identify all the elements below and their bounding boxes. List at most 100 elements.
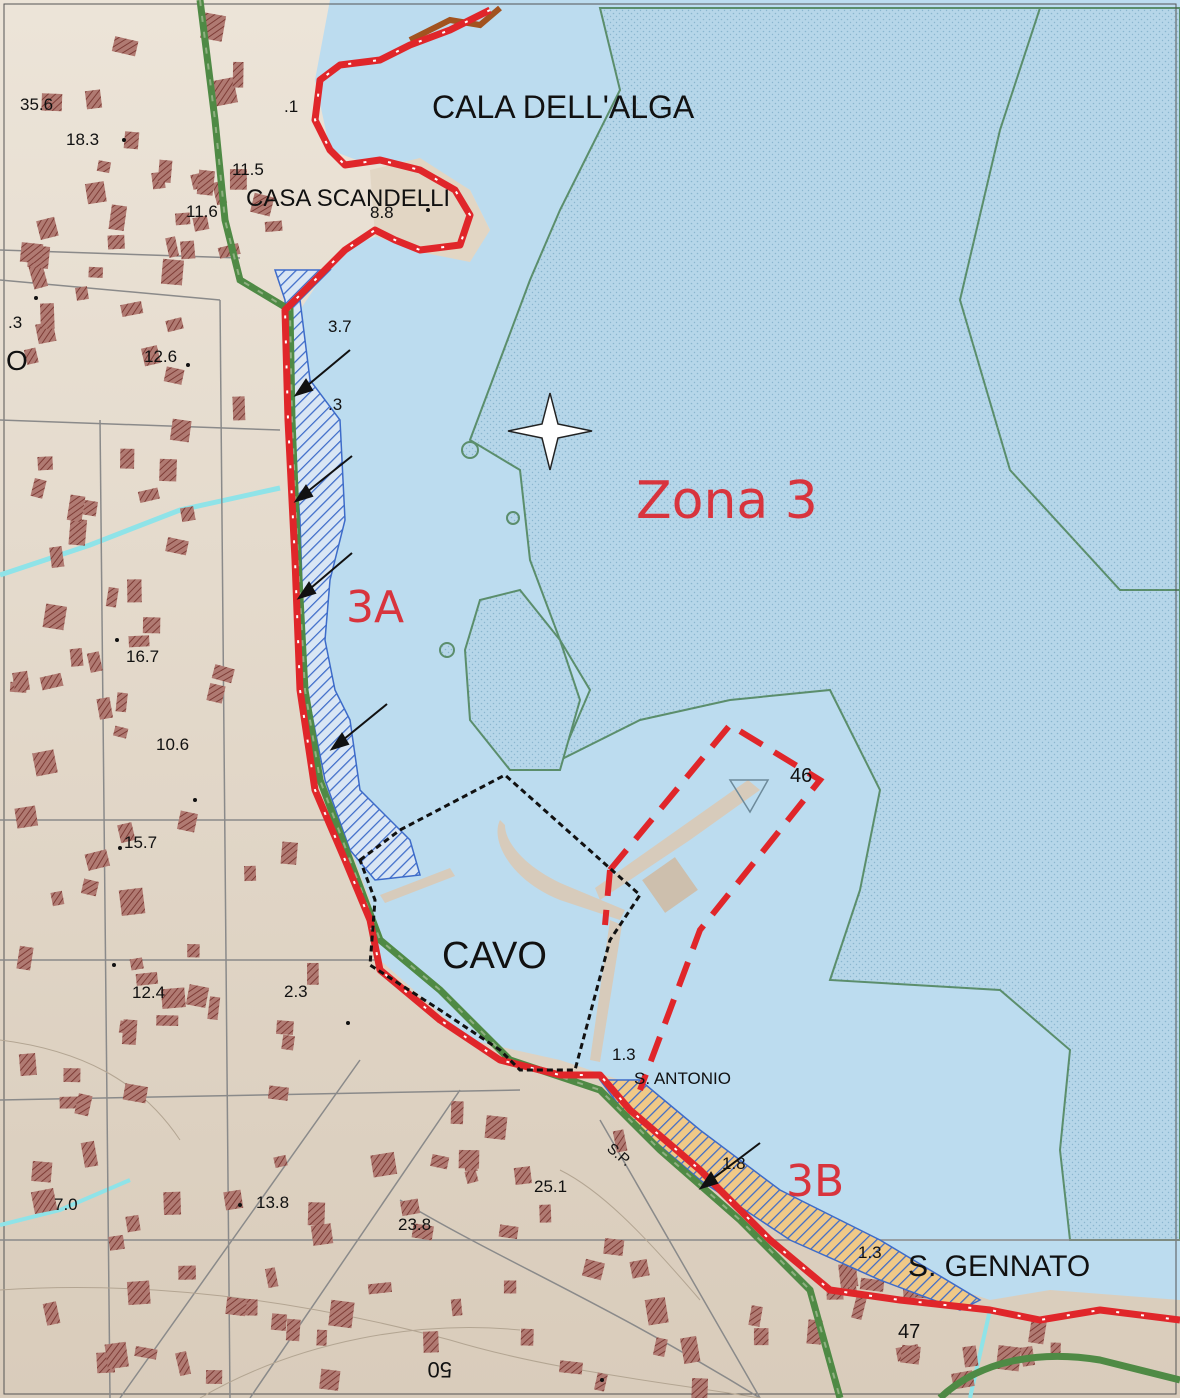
building xyxy=(108,204,128,231)
pier xyxy=(497,820,625,920)
building xyxy=(267,1085,290,1101)
building xyxy=(82,499,99,517)
elevation: 35.6 xyxy=(20,95,53,114)
elevation: 46 xyxy=(790,765,812,787)
building xyxy=(422,1331,439,1353)
building xyxy=(49,546,65,569)
building xyxy=(157,159,173,183)
building xyxy=(223,1189,244,1211)
elevation: 11.5 xyxy=(232,160,264,179)
harbour-boundary xyxy=(358,773,642,1072)
building xyxy=(270,1313,288,1331)
building xyxy=(19,242,44,264)
building xyxy=(205,1370,223,1385)
building xyxy=(107,234,125,250)
building xyxy=(108,1234,125,1251)
building xyxy=(32,749,58,777)
building xyxy=(859,1277,885,1292)
stream xyxy=(0,1178,131,1227)
elevation: 50 xyxy=(428,1357,452,1382)
building xyxy=(748,1305,763,1327)
building xyxy=(316,1329,328,1346)
building xyxy=(280,841,299,865)
building xyxy=(18,1053,37,1077)
building xyxy=(603,1238,625,1257)
building xyxy=(652,1337,668,1357)
building xyxy=(128,635,150,648)
place-s-antonio: S. ANTONIO xyxy=(634,1069,731,1088)
building xyxy=(593,1372,608,1392)
building xyxy=(962,1345,979,1368)
elevation: .3 xyxy=(8,313,22,332)
building xyxy=(42,603,68,631)
buoy-triangle xyxy=(728,779,770,814)
building xyxy=(175,1351,192,1377)
building xyxy=(122,1083,149,1104)
elevation-labels: 35.6 18.3 .1 11.5 11.6 8.8 3.7 .3 .3 12.… xyxy=(6,95,920,1382)
building xyxy=(16,945,34,971)
building xyxy=(120,301,144,318)
building xyxy=(307,1202,326,1226)
building xyxy=(273,1154,288,1169)
building xyxy=(96,697,114,720)
building xyxy=(679,1335,701,1365)
building xyxy=(42,1301,61,1326)
zone-label-zona3: Zona 3 xyxy=(636,471,818,531)
building xyxy=(74,286,89,301)
building xyxy=(612,1129,628,1153)
building xyxy=(225,1296,248,1317)
building xyxy=(84,181,107,205)
building xyxy=(644,1296,669,1326)
building xyxy=(84,849,111,871)
pier-head xyxy=(642,857,698,913)
building xyxy=(206,682,226,704)
building xyxy=(838,1262,859,1289)
elevation: 47 xyxy=(898,1321,920,1343)
building xyxy=(179,240,196,260)
pier xyxy=(595,780,760,900)
building xyxy=(163,366,185,385)
building xyxy=(140,345,161,367)
building xyxy=(232,396,246,421)
building xyxy=(310,1223,334,1246)
elevation: 12.6 xyxy=(144,347,177,366)
elevation: 8.8 xyxy=(370,203,394,222)
frame xyxy=(3,3,1177,1395)
building xyxy=(121,1019,138,1046)
building xyxy=(498,1224,519,1240)
rock xyxy=(506,511,520,525)
building xyxy=(111,36,139,57)
building xyxy=(105,586,119,608)
building xyxy=(113,725,129,739)
building xyxy=(264,1267,279,1289)
building xyxy=(23,347,39,365)
building xyxy=(232,61,244,88)
building xyxy=(86,651,103,673)
building xyxy=(411,1223,434,1241)
building xyxy=(63,1068,81,1083)
building xyxy=(211,664,235,684)
building xyxy=(691,1378,709,1398)
building xyxy=(450,1298,463,1317)
building xyxy=(135,971,159,986)
building xyxy=(176,810,198,833)
building xyxy=(178,1265,196,1280)
building xyxy=(163,1191,182,1216)
building xyxy=(285,1318,301,1342)
green-path xyxy=(937,1352,1180,1398)
building xyxy=(31,1160,53,1183)
building xyxy=(328,1299,355,1329)
building xyxy=(142,617,161,634)
building xyxy=(464,1169,479,1184)
building xyxy=(276,1020,294,1035)
building xyxy=(41,93,63,112)
building xyxy=(503,1280,517,1294)
elevation: 10.6 xyxy=(156,735,189,754)
building xyxy=(399,1198,421,1217)
rock xyxy=(461,441,479,459)
pier xyxy=(590,920,622,1062)
elevation: 12.4 xyxy=(132,983,165,1002)
arrows xyxy=(293,349,761,1190)
zone-label-3a: 3A xyxy=(346,582,404,633)
